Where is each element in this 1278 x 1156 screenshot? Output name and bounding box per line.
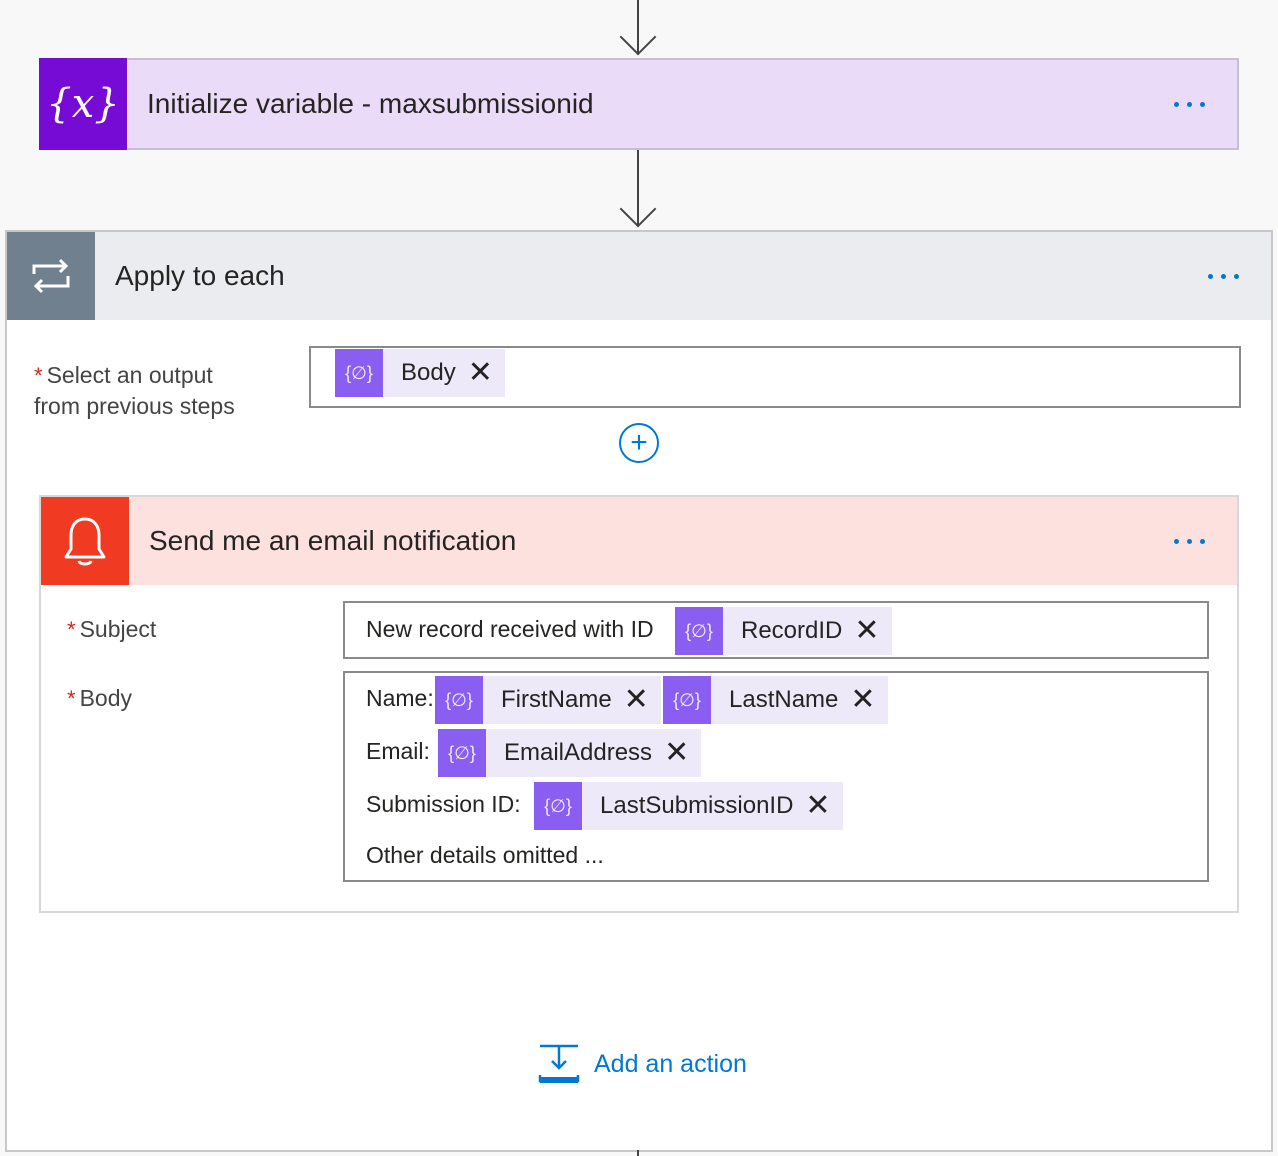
body-input[interactable]: Name: {∅} FirstName ✕ {∅} LastName ✕ Ema… xyxy=(343,671,1209,882)
add-action-icon xyxy=(538,1044,580,1083)
variable-more-options-button[interactable] xyxy=(1168,96,1211,113)
lastname-token-label: LastName xyxy=(729,686,839,713)
add-action-label: Add an action xyxy=(594,1049,747,1078)
subject-label: *Subject xyxy=(67,614,156,645)
expression-icon: {∅} xyxy=(534,782,582,830)
dot-icon xyxy=(1200,538,1205,544)
connector-line-middle xyxy=(637,150,639,226)
body-token-label: Body xyxy=(401,359,456,386)
initialize-variable-card[interactable]: {𝑥} Initialize variable - maxsubmissioni… xyxy=(39,58,1239,150)
subject-label-text: Subject xyxy=(79,616,157,642)
expression-icon: {∅} xyxy=(435,676,483,724)
expression-icon: {∅} xyxy=(663,676,711,724)
emailaddress-token-label: EmailAddress xyxy=(504,739,653,766)
remove-token-button[interactable]: ✕ xyxy=(664,736,690,769)
variable-icon: {𝑥} xyxy=(39,58,127,150)
dot-icon xyxy=(1174,101,1179,107)
insert-step-button[interactable]: + xyxy=(619,423,659,463)
submission-line-label: Submission ID: xyxy=(366,791,521,817)
remove-token-button[interactable]: ✕ xyxy=(623,683,649,716)
add-action-button[interactable]: Add an action xyxy=(538,1043,747,1085)
connector-line-top xyxy=(637,0,639,54)
connector-line-bottom xyxy=(637,1150,639,1156)
expression-icon: {∅} xyxy=(438,729,486,777)
lastsubmissionid-token[interactable]: {∅} LastSubmissionID ✕ xyxy=(534,782,843,830)
recordid-token[interactable]: {∅} RecordID ✕ xyxy=(675,607,892,655)
expression-icon: {∅} xyxy=(675,607,723,655)
body-label: *Body xyxy=(67,683,132,714)
apply-more-options-button[interactable] xyxy=(1202,268,1245,285)
select-output-input[interactable]: {∅} Body ✕ xyxy=(309,346,1241,408)
apply-to-each-header[interactable]: Apply to each xyxy=(7,232,1271,320)
remove-token-button[interactable]: ✕ xyxy=(805,789,831,822)
firstname-token[interactable]: {∅} FirstName ✕ xyxy=(435,676,661,724)
emailaddress-token[interactable]: {∅} EmailAddress ✕ xyxy=(438,729,702,777)
body-token[interactable]: {∅} Body ✕ xyxy=(335,349,505,397)
dot-icon xyxy=(1174,538,1179,544)
email-notification-card: Send me an email notification *Subject N… xyxy=(39,495,1239,913)
email-notification-header[interactable]: Send me an email notification xyxy=(41,497,1237,585)
recordid-token-label: RecordID xyxy=(741,617,843,644)
dot-icon xyxy=(1187,538,1192,544)
select-output-label-line2: from previous steps xyxy=(34,393,235,419)
firstname-token-label: FirstName xyxy=(501,686,612,713)
name-line-label: Name: xyxy=(366,685,434,711)
remove-token-button[interactable]: ✕ xyxy=(467,356,493,389)
remove-token-button[interactable]: ✕ xyxy=(850,683,876,716)
loop-icon xyxy=(7,232,95,320)
expression-icon: {∅} xyxy=(335,349,383,397)
variable-card-title: Initialize variable - maxsubmissionid xyxy=(147,88,594,119)
email-line-label: Email: xyxy=(366,738,430,764)
other-details-text: Other details omitted ... xyxy=(366,842,604,868)
email-card-title: Send me an email notification xyxy=(149,525,517,556)
body-label-text: Body xyxy=(79,685,132,711)
dot-icon xyxy=(1208,273,1213,279)
subject-input[interactable]: New record received with ID {∅} RecordID… xyxy=(343,601,1209,659)
select-output-label-line1: Select an output xyxy=(46,362,213,388)
dot-icon xyxy=(1234,273,1239,279)
required-marker: * xyxy=(34,363,43,388)
email-more-options-button[interactable] xyxy=(1168,533,1211,550)
lastsubmissionid-token-label: LastSubmissionID xyxy=(600,792,794,819)
lastname-token[interactable]: {∅} LastName ✕ xyxy=(663,676,888,724)
required-marker: * xyxy=(67,686,76,711)
remove-token-button[interactable]: ✕ xyxy=(854,614,880,647)
subject-static-text: New record received with ID xyxy=(366,616,654,642)
dot-icon xyxy=(1221,273,1226,279)
apply-to-each-title: Apply to each xyxy=(115,260,285,291)
connector-arrow-middle xyxy=(619,190,657,228)
dot-icon xyxy=(1187,101,1192,107)
connector-arrow-top xyxy=(619,18,657,56)
bell-icon xyxy=(41,497,129,585)
select-output-label: *Select an output from previous steps xyxy=(34,360,235,421)
required-marker: * xyxy=(67,617,76,642)
dot-icon xyxy=(1200,101,1205,107)
